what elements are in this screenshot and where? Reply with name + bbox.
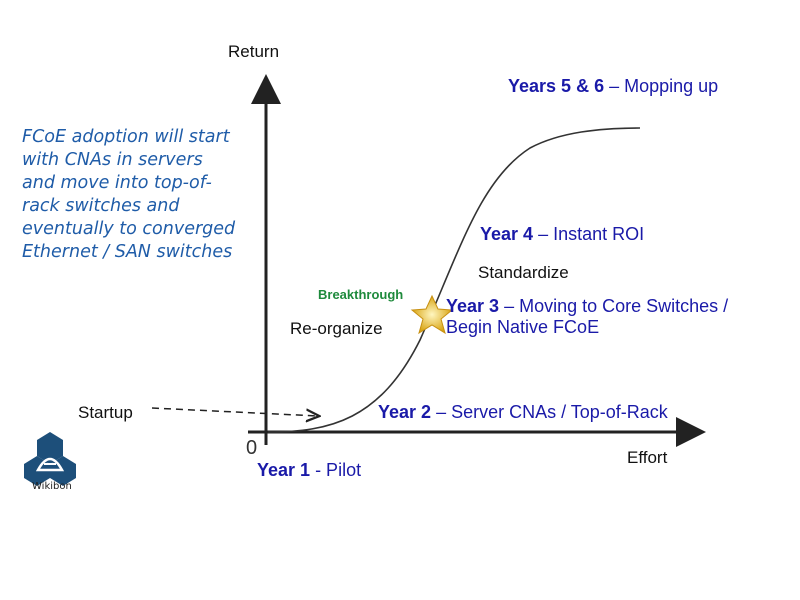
year: Years 5 & 6 [508, 76, 605, 96]
y-axis-label: Return [228, 42, 280, 61]
year-3-label: Year 3 – Moving to Core Switches /Begin … [446, 296, 728, 338]
note-line: FCoE adoption will start [22, 127, 230, 147]
note-line: eventually to converged [22, 219, 236, 239]
phase-breakthrough: Breakthrough [318, 287, 404, 302]
wikibon-logo-icon [24, 432, 76, 486]
note-line: Ethernet / SAN switches [22, 242, 233, 262]
year-desc: – Moving to Core Switches / [499, 296, 729, 316]
year-desc: - Pilot [310, 460, 362, 480]
year-1-label: Year 1 - Pilot [257, 460, 361, 481]
note-line: and move into top-of- [22, 173, 212, 193]
phase-standardize: Standardize [478, 263, 569, 282]
year-desc: – Mopping up [604, 76, 719, 96]
year-desc: – Instant ROI [533, 224, 645, 244]
year-desc: – Server CNAs / Top-of-Rack [431, 402, 668, 422]
phase-reorganize: Re-organize [290, 319, 383, 338]
note-line: with CNAs in servers [22, 150, 203, 170]
phase-startup: Startup [78, 403, 133, 422]
s-curve [267, 127, 641, 433]
adoption-note: FCoE adoption will start with CNAs in se… [22, 126, 235, 264]
year: Year 3 [446, 296, 500, 316]
year-5-6-label: Years 5 & 6 – Mopping up [508, 76, 718, 97]
origin-label: 0 [246, 437, 258, 459]
year-2-label: Year 2 – Server CNAs / Top-of-Rack [378, 402, 668, 423]
year: Year 4 [480, 224, 534, 244]
year: Year 1 [257, 460, 311, 480]
logo-text: Wikibon [32, 481, 72, 492]
year: Year 2 [378, 402, 432, 422]
year-desc: Begin Native FCoE [446, 317, 600, 337]
note-line: rack switches and [22, 196, 180, 216]
x-axis-label: Effort [627, 448, 668, 467]
star-icon [410, 294, 454, 335]
year-4-label: Year 4 – Instant ROI [480, 224, 644, 245]
startup-arrow [151, 407, 318, 416]
